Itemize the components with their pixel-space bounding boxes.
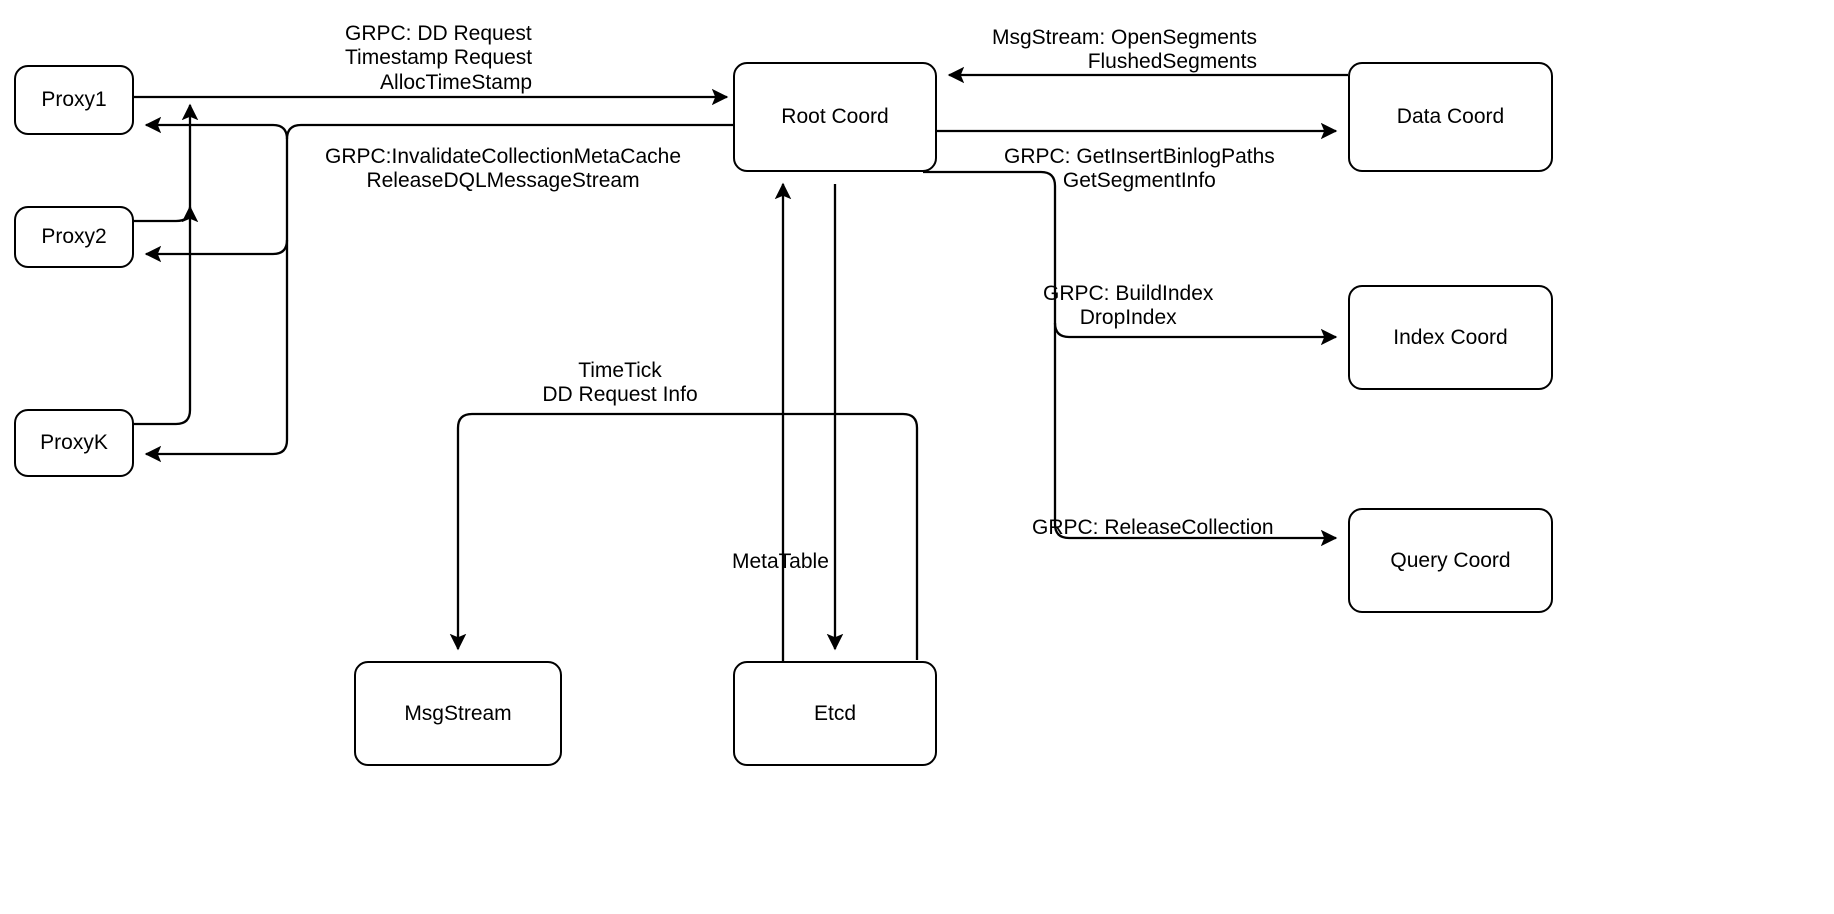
node-proxyk-label: ProxyK — [40, 431, 108, 454]
edge-label-line: GRPC:InvalidateCollectionMetaCache — [325, 145, 682, 168]
connector-rootcoord-to-msgstream — [449, 412, 919, 660]
connector-rootcoord-to-proxy1 — [144, 116, 289, 140]
edge-label-root-to-etcd: MetaTable — [732, 550, 829, 574]
node-querycoord[interactable]: Query Coord — [1348, 508, 1553, 613]
edge-label-line: TimeTick — [578, 359, 662, 382]
edge-label-line: FlushedSegments — [1087, 50, 1257, 74]
connector-rootcoord-to-indexcoord — [1053, 322, 1338, 346]
node-rootcoord[interactable]: Root Coord — [733, 62, 937, 172]
node-proxy2-label: Proxy2 — [41, 225, 107, 248]
node-rootcoord-label: Root Coord — [781, 105, 889, 128]
edge-label-line: DropIndex — [1079, 306, 1177, 330]
edge-label-line: MsgStream: OpenSegments — [992, 26, 1257, 49]
node-proxy2[interactable]: Proxy2 — [14, 206, 134, 268]
node-proxyk[interactable]: ProxyK — [14, 409, 134, 477]
connector-proxy2-to-trunk — [134, 205, 199, 223]
edge-label-line: DD Request Info — [542, 383, 698, 407]
edge-label-root-to-querycoord: GRPC: ReleaseCollection — [1032, 516, 1274, 540]
edge-label-line: GRPC: GetInsertBinlogPaths — [1004, 145, 1275, 168]
node-proxy1-label: Proxy1 — [41, 88, 107, 111]
connector-rootcoord-right-bus — [923, 170, 1338, 547]
node-indexcoord[interactable]: Index Coord — [1348, 285, 1553, 390]
edge-label-line: ReleaseDQLMessageStream — [366, 169, 640, 193]
node-indexcoord-label: Index Coord — [1393, 325, 1508, 349]
edge-label-line: MetaTable — [732, 550, 829, 573]
edge-label-line: GetSegmentInfo — [1062, 169, 1216, 193]
node-msgstream-label: MsgStream — [404, 701, 512, 725]
node-querycoord-label: Query Coord — [1390, 548, 1511, 572]
edge-label-root-to-datacoord: GRPC: GetInsertBinlogPaths GetSegmentInf… — [1004, 145, 1275, 194]
edge-label-root-to-indexcoord: GRPC: BuildIndex DropIndex — [1043, 282, 1213, 331]
connector-proxyk-to-trunk — [134, 300, 192, 426]
edge-label-root-to-msgstream: TimeTick DD Request Info — [542, 359, 697, 408]
node-etcd[interactable]: Etcd — [733, 661, 937, 766]
connector-rootcoord-return-bus — [144, 123, 733, 463]
edge-label-proxy-to-root: GRPC: DD Request Timestamp Request Alloc… — [345, 22, 532, 95]
node-datacoord[interactable]: Data Coord — [1348, 62, 1553, 172]
edge-label-line: GRPC: ReleaseCollection — [1032, 516, 1274, 539]
node-msgstream[interactable]: MsgStream — [354, 661, 562, 766]
node-datacoord-label: Data Coord — [1396, 105, 1505, 128]
edge-label-root-to-proxy: GRPC:InvalidateCollectionMetaCache Relea… — [325, 145, 681, 194]
node-etcd-label: Etcd — [813, 701, 857, 725]
node-proxy1[interactable]: Proxy1 — [14, 65, 134, 135]
edge-label-line: Timestamp Request — [345, 46, 533, 70]
edge-label-datacoord-to-root: MsgStream: OpenSegments FlushedSegments — [992, 26, 1257, 75]
edge-label-line: AllocTimeStamp — [380, 70, 533, 94]
connector-rootcoord-to-proxy2 — [144, 239, 289, 263]
edge-label-line: GRPC: DD Request — [345, 22, 532, 45]
edge-label-line: GRPC: BuildIndex — [1043, 282, 1214, 305]
